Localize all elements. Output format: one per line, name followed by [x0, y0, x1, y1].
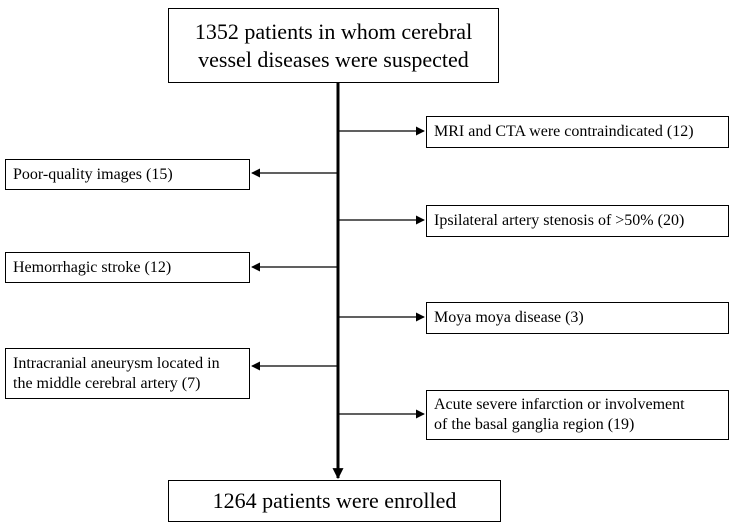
exclusion-box-aneurysm: Intracranial aneurysm located in the mid…	[5, 348, 250, 399]
exclusion-box-hemorrhagic: Hemorrhagic stroke (12)	[5, 252, 250, 283]
exclusion-text: MRI and CTA were contraindicated (12)	[434, 123, 694, 140]
start-box: 1352 patients in whom cerebral vessel di…	[168, 8, 499, 83]
exclusion-box-moyamoya: Moya moya disease (3)	[426, 302, 729, 334]
exclusion-text-line2: of the basal ganglia region (19)	[434, 416, 635, 433]
exclusion-text-line2: the middle cerebral artery (7)	[13, 374, 201, 392]
start-text-line1: 1352 patients in whom cerebral	[194, 18, 473, 44]
end-text: 1264 patients were enrolled	[212, 488, 457, 513]
start-text-line2: vessel diseases were suspected	[198, 46, 469, 72]
end-box: 1264 patients were enrolled	[168, 480, 501, 522]
exclusion-text: Hemorrhagic stroke (12)	[13, 258, 172, 276]
exclusion-box-poor-quality: Poor-quality images (15)	[5, 159, 250, 190]
exclusion-text: Moya moya disease (3)	[434, 309, 584, 326]
exclusion-text-line1: Intracranial aneurysm located in	[13, 354, 220, 372]
exclusion-text-line1: Acute severe infarction or involvement	[434, 396, 685, 413]
exclusion-text: Ipsilateral artery stenosis of >50% (20)	[434, 212, 685, 229]
exclusion-box-stenosis: Ipsilateral artery stenosis of >50% (20)	[426, 205, 729, 237]
exclusion-text: Poor-quality images (15)	[13, 165, 173, 183]
exclusion-box-contraindicated: MRI and CTA were contraindicated (12)	[426, 116, 729, 148]
exclusion-box-infarction: Acute severe infarction or involvement o…	[426, 390, 729, 440]
